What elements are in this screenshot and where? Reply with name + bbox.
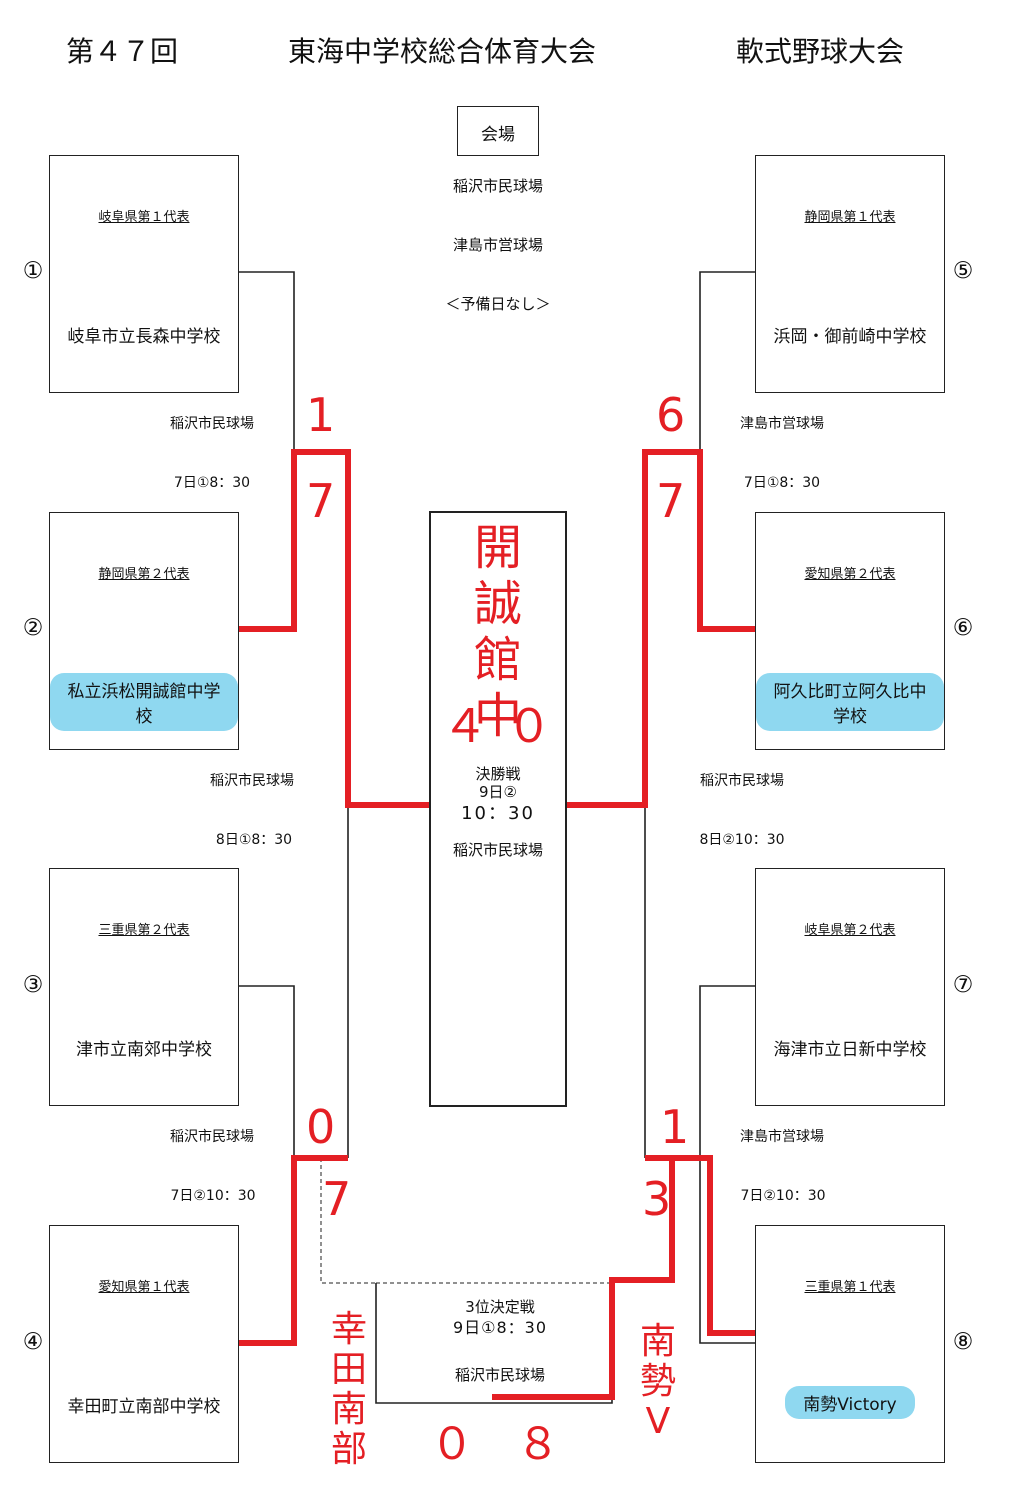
team-name: 阿久比町立阿久比中学校 bbox=[756, 673, 944, 731]
team-number: ⑦ bbox=[952, 972, 974, 998]
team-box-2: 静岡県第２代表 私立浜松開誠館中学校 bbox=[49, 512, 239, 750]
match-venue: 津島市営球場 bbox=[740, 416, 824, 432]
team-box-8: 三重県第１代表 南勢Victory bbox=[755, 1225, 945, 1463]
handwritten-third-team: 南勢V bbox=[639, 1321, 676, 1442]
team-rep: 岐阜県第１代表 bbox=[98, 210, 190, 225]
match-venue: 稲沢市民球場 bbox=[170, 416, 254, 432]
handwritten-score: 7 bbox=[656, 474, 686, 528]
team-name: 津市立南郊中学校 bbox=[76, 1040, 212, 1060]
team-name: 私立浜松開誠館中学校 bbox=[50, 673, 238, 731]
team-name: 南勢Victory bbox=[785, 1386, 915, 1419]
team-number: ⑥ bbox=[952, 615, 974, 641]
third-place-time: 9日①8：30 bbox=[452, 1318, 548, 1337]
match-venue: 津島市営球場 bbox=[740, 1129, 824, 1145]
team-box-4: 愛知県第１代表 幸田町立南部中学校 bbox=[49, 1225, 239, 1463]
team-number: ② bbox=[22, 615, 44, 641]
handwritten-third-score: ０ bbox=[430, 1419, 474, 1470]
match-venue: 稲沢市民球場 bbox=[700, 773, 784, 789]
event-title: 軟式野球大会 bbox=[736, 35, 905, 68]
final-venue: 稲沢市民球場 bbox=[452, 841, 543, 859]
team-box-7: 岐阜県第２代表 海津市立日新中学校 bbox=[755, 868, 945, 1106]
team-rep: 愛知県第２代表 bbox=[804, 567, 896, 582]
handwritten-score: 7 bbox=[306, 474, 336, 528]
handwritten-score: 6 bbox=[656, 388, 686, 442]
handwritten-score: 0 bbox=[306, 1100, 336, 1154]
final-time: 10：30 bbox=[461, 803, 535, 824]
team-rep: 愛知県第１代表 bbox=[98, 1280, 190, 1295]
team-box-6: 愛知県第２代表 阿久比町立阿久比中学校 bbox=[755, 512, 945, 750]
venue-1: 稲沢市民球場 bbox=[452, 177, 543, 195]
handwritten-final-score: ４ bbox=[442, 699, 488, 753]
team-name: 幸田町立南部中学校 bbox=[67, 1397, 221, 1417]
match-venue: 稲沢市民球場 bbox=[170, 1129, 254, 1145]
team-name: 浜岡・御前崎中学校 bbox=[773, 327, 927, 347]
match-time: 7日①8：30 bbox=[173, 475, 251, 491]
tournament-title: 東海中学校総合体育大会 bbox=[288, 35, 597, 68]
final-box: 決勝戦 9日② 10：30 稲沢市民球場 bbox=[429, 511, 567, 1107]
final-title: 決勝戦 bbox=[475, 765, 521, 783]
handwritten-score: 1 bbox=[306, 388, 336, 442]
team-rep: 静岡県第２代表 bbox=[98, 567, 190, 582]
team-number: ⑧ bbox=[952, 1329, 974, 1355]
handwritten-final-score: ０ bbox=[506, 699, 552, 753]
team-box-1: 岐阜県第１代表 岐阜市立長森中学校 bbox=[49, 155, 239, 393]
match-time: 7日①8：30 bbox=[743, 475, 821, 491]
team-box-3: 三重県第２代表 津市立南郊中学校 bbox=[49, 868, 239, 1106]
team-rep: 岐阜県第２代表 bbox=[804, 923, 896, 938]
match-time: 8日①8：30 bbox=[215, 832, 293, 848]
handwritten-third-score: ８ bbox=[516, 1419, 560, 1470]
final-day: 9日② bbox=[479, 783, 517, 801]
match-time: 8日②10：30 bbox=[699, 832, 785, 848]
match-time: 7日②10：30 bbox=[170, 1188, 256, 1204]
handwritten-score: 3 bbox=[642, 1172, 672, 1226]
handwritten-third-team: 幸田南部 bbox=[330, 1309, 367, 1470]
venue-label: 会場 bbox=[481, 125, 515, 145]
team-rep: 三重県第１代表 bbox=[804, 1280, 896, 1295]
team-number: ⑤ bbox=[952, 258, 974, 284]
third-place-title: 3位決定戦 bbox=[465, 1298, 535, 1316]
team-rep: 静岡県第１代表 bbox=[804, 210, 896, 225]
handwritten-winner: 開誠館中 bbox=[473, 520, 522, 744]
third-place-venue: 稲沢市民球場 bbox=[454, 1366, 545, 1384]
venue-label-box: 会場 bbox=[457, 106, 539, 156]
team-name: 海津市立日新中学校 bbox=[773, 1040, 927, 1060]
match-time: 7日②10：30 bbox=[740, 1188, 826, 1204]
match-venue: 稲沢市民球場 bbox=[210, 773, 294, 789]
handwritten-score: 7 bbox=[322, 1172, 352, 1226]
team-number: ① bbox=[22, 258, 44, 284]
handwritten-score: 1 bbox=[660, 1100, 690, 1154]
team-rep: 三重県第２代表 bbox=[98, 923, 190, 938]
team-number: ④ bbox=[22, 1329, 44, 1355]
edition-title: 第４７回 bbox=[66, 35, 179, 68]
team-number: ③ bbox=[22, 972, 44, 998]
venue-2: 津島市営球場 bbox=[452, 236, 543, 254]
team-box-5: 静岡県第１代表 浜岡・御前崎中学校 bbox=[755, 155, 945, 393]
team-name: 岐阜市立長森中学校 bbox=[67, 327, 221, 347]
venue-note: ＜予備日なし＞ bbox=[445, 295, 551, 313]
